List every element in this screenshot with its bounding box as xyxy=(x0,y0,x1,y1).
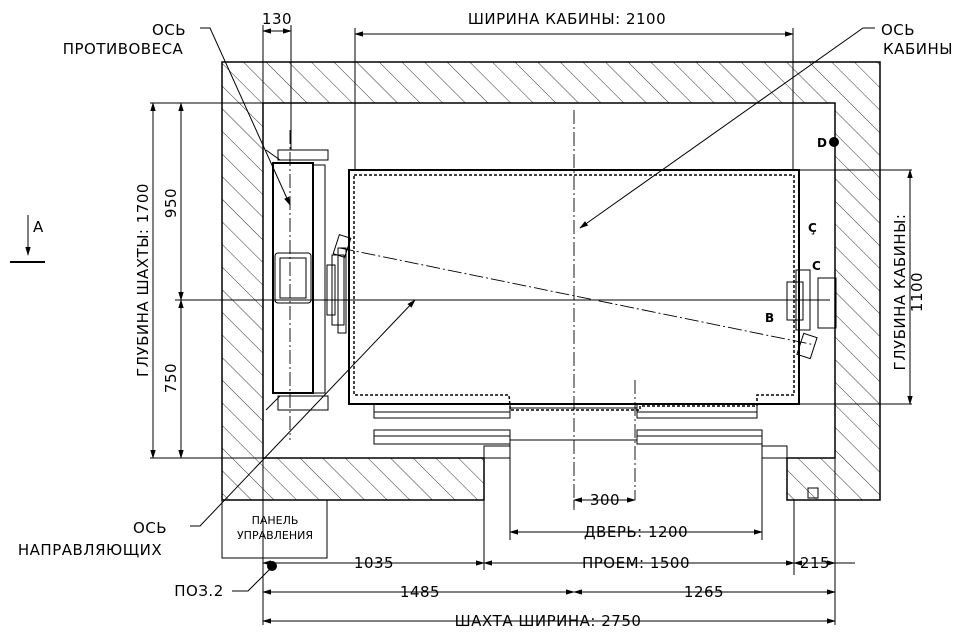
dim-1485: 1485 xyxy=(400,583,440,601)
panel-label-2: УПРАВЛЕНИЯ xyxy=(237,529,313,542)
extension-lines xyxy=(150,25,912,625)
shaft-walls xyxy=(221,61,881,501)
leader-lines xyxy=(190,27,875,592)
dim-door: ДВЕРЬ: 1200 xyxy=(584,523,688,541)
dim-950: 950 xyxy=(162,188,180,218)
counterweight-axis-label-2: ПРОТИВОВЕСА xyxy=(63,40,184,58)
marker-d: D xyxy=(817,136,827,150)
left-guide-rail xyxy=(326,247,347,334)
section-letter: A xyxy=(33,218,44,236)
dim-300: 300 xyxy=(590,491,620,509)
leader-labels: ОСЬ ПРОТИВОВЕСА ОСЬ КАБИНЫ ОСЬ НАПРАВЛЯЮ… xyxy=(18,21,953,600)
dimension-lines xyxy=(150,28,913,624)
right-guide-rail xyxy=(332,234,837,360)
dim-750: 750 xyxy=(162,363,180,393)
guide-axis-label-2: НАПРАВЛЯЮЩИХ xyxy=(18,541,162,559)
counterweight xyxy=(265,149,329,411)
marker-b: B xyxy=(765,311,774,325)
dim-shaft-width: ШАХТА ШИРИНА: 2750 xyxy=(455,612,642,630)
marker-c2: C xyxy=(812,259,821,273)
counterweight-axis-label-1: ОСЬ xyxy=(152,21,186,39)
wall-hatch xyxy=(221,61,881,501)
guide-axis-label-1: ОСЬ xyxy=(133,519,167,537)
cabin-axis-label-1: ОСЬ xyxy=(881,21,915,39)
pos-label: ПОЗ.2 xyxy=(174,582,224,600)
control-panel: ПАНЕЛЬ УПРАВЛЕНИЯ xyxy=(221,499,328,571)
dimension-texts: 130 ШИРИНА КАБИНЫ: 2100 ГЛУБИНА ШАХТЫ: 1… xyxy=(134,10,926,630)
dim-cabin-depth: ГЛУБИНА КАБИНЫ: xyxy=(891,214,909,371)
dim-shaft-depth: ГЛУБИНА ШАХТЫ: 1700 xyxy=(134,183,152,377)
dim-cabin-width: ШИРИНА КАБИНЫ: 2100 xyxy=(468,10,666,28)
pos2-marker xyxy=(267,561,277,571)
dim-215: 215 xyxy=(800,554,830,572)
axes xyxy=(175,110,830,510)
section-marker: A xyxy=(10,215,45,263)
dim-1100: 1100 xyxy=(908,272,926,312)
panel-label-1: ПАНЕЛЬ xyxy=(252,514,299,527)
dim-opening: ПРОЕМ: 1500 xyxy=(582,554,690,572)
markers: D Ç C B xyxy=(765,136,839,325)
cabin-axis-label-2: КАБИНЫ xyxy=(883,40,953,58)
marker-d-dot xyxy=(829,137,839,147)
marker-c1: Ç xyxy=(808,221,817,235)
dim-1035: 1035 xyxy=(354,554,394,572)
dim-1265: 1265 xyxy=(684,583,724,601)
dim-130: 130 xyxy=(262,10,292,28)
